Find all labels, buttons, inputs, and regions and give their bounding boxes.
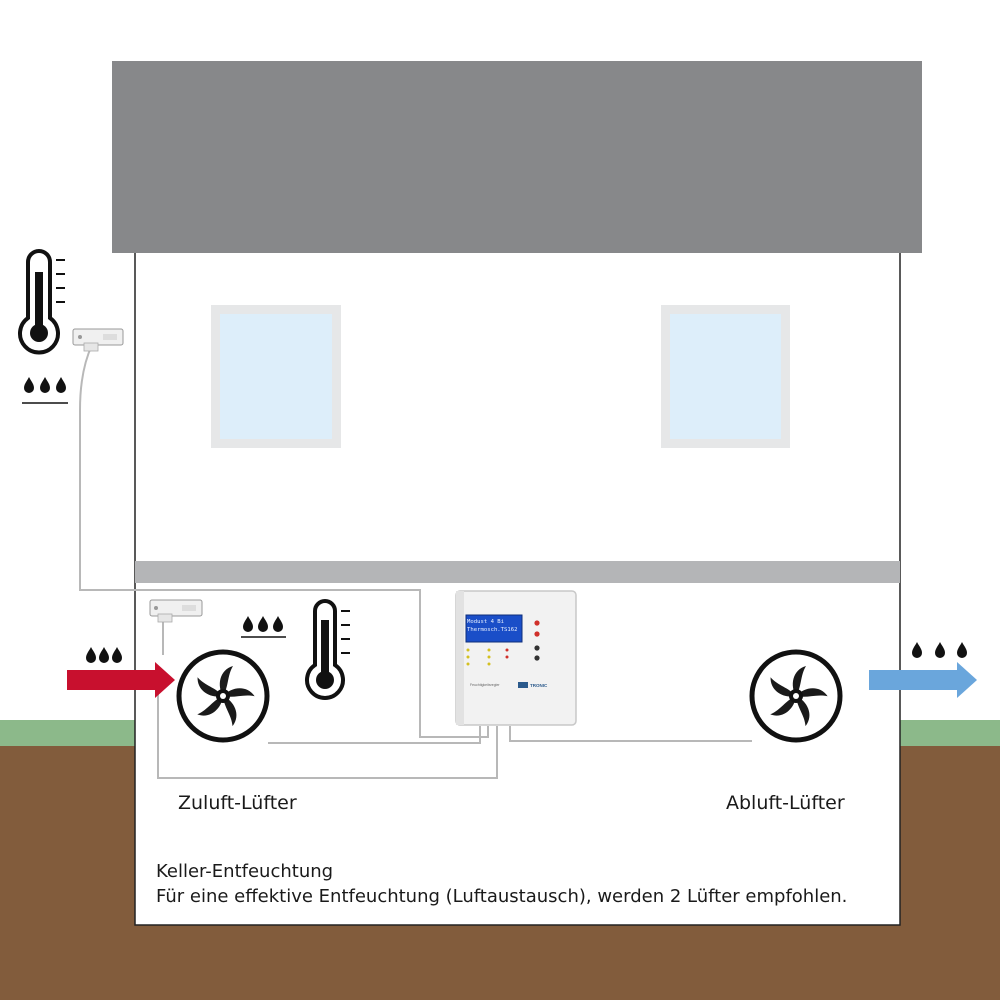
display-line-1: Modust 4 Bi	[467, 619, 505, 625]
intake-humidity-icon	[86, 647, 122, 663]
outdoor-thermometer-icon	[18, 249, 65, 355]
indoor-thermometer-icon	[305, 599, 350, 700]
diagram-title: Keller-Entfeuchtung	[156, 861, 334, 882]
intake-arrow	[67, 662, 175, 698]
controller-display: Modust 4 Bi Thermosch.TS162	[467, 618, 519, 640]
intake-fan-icon	[176, 649, 270, 743]
intake-fan-label: Zuluft-Lüfter	[178, 792, 297, 814]
basement-ceiling	[135, 561, 900, 583]
indoor-humidity-icon	[241, 616, 286, 638]
controller-model: Feuchtigkeitsregler	[470, 683, 500, 687]
outdoor-sensor-module	[72, 328, 124, 352]
controller-brand: TRONIC	[530, 683, 548, 688]
roof	[112, 61, 922, 253]
exhaust-arrow	[869, 662, 977, 698]
humidity-controller	[455, 590, 577, 726]
outdoor-humidity-icon	[22, 377, 68, 404]
indoor-sensor-module	[149, 599, 203, 623]
exhaust-fan-icon	[749, 649, 843, 743]
wiring	[79, 344, 752, 779]
window-left	[211, 305, 341, 448]
display-line-2: Thermosch.TS162	[467, 627, 518, 633]
diagram-description: Für eine effektive Entfeuchtung (Luftaus…	[156, 886, 848, 907]
exhaust-fan-label: Abluft-Lüfter	[726, 792, 845, 814]
exhaust-humidity-icon	[912, 642, 967, 658]
window-right	[661, 305, 790, 448]
